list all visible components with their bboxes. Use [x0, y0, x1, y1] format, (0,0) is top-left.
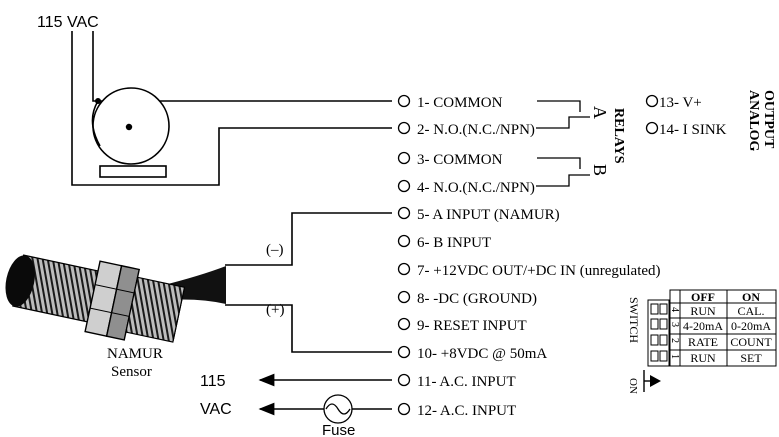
terminal-3: 3- COMMON	[397, 151, 503, 168]
switch-row-2: 2 RATE COUNT	[669, 335, 772, 349]
analog-title-line1: ANALOG	[746, 90, 761, 152]
namur-sensor-icon	[5, 254, 226, 343]
sensor-plus-label: (+)	[266, 302, 284, 318]
sensor-name: NAMUR	[107, 346, 163, 362]
terminal-12-label: 12- A.C. INPUT	[417, 403, 516, 419]
sensor-minus-label: (–)	[266, 242, 284, 258]
analog-terminals: 13- V+ 14- I SINK	[645, 94, 727, 138]
terminal-10-label: 10- +8VDC @ 50mA	[417, 346, 547, 362]
switch-row-num: 4	[669, 307, 680, 312]
terminal-3-label: 3- COMMON	[417, 152, 503, 168]
terminal-10: 10- +8VDC @ 50mA	[397, 345, 547, 362]
switch-header-on: ON	[742, 290, 760, 304]
relay-b-label: B	[590, 164, 610, 176]
terminal-2: 2- N.O.(N.C./NPN)	[397, 121, 535, 138]
terminal-8: 8- -DC (GROUND)	[397, 290, 537, 307]
dip-toggles	[650, 303, 668, 362]
fuse-label: Fuse	[322, 422, 355, 437]
switch-header-off: OFF	[691, 290, 715, 304]
switch-row-num: 1	[669, 354, 680, 359]
terminal-7: 7- +12VDC OUT/+DC IN (unregulated)	[397, 262, 661, 279]
sensor-sub: Sensor	[111, 364, 152, 380]
terminal-9-label: 9- RESET INPUT	[417, 318, 527, 334]
fuse-icon	[323, 394, 353, 424]
terminal-1: 1- COMMON	[397, 94, 503, 111]
switch-row-on: CAL.	[738, 304, 765, 318]
terminal-6-label: 6- B INPUT	[417, 235, 491, 251]
relay-a-label: A	[590, 106, 610, 119]
switch-on-label: ON	[627, 378, 639, 394]
switch-row-off: RATE	[688, 335, 718, 349]
switch-row-off: RUN	[690, 351, 716, 365]
terminal-1-label: 1- COMMON	[417, 95, 503, 111]
switch-row-num: 2	[669, 338, 680, 343]
switch-row-3: 3 4-20mA 0-20mA	[669, 319, 771, 333]
alarm-bell-icon	[91, 87, 170, 178]
switch-row-on: 0-20mA	[731, 319, 771, 333]
terminal-7-label: 7- +12VDC OUT/+DC IN (unregulated)	[417, 263, 661, 279]
switch-row-num: 3	[669, 322, 680, 327]
switch-title: SWITCH	[627, 297, 641, 343]
terminal-list: 1- COMMON 2- N.O.(N.C./NPN) 3- COMMON 4-…	[397, 94, 661, 419]
terminal-12: 12- A.C. INPUT	[397, 402, 516, 419]
terminal-5-label: 5- A INPUT (NAMUR)	[417, 207, 560, 223]
ac-label-115: 115	[200, 373, 226, 390]
terminal-4: 4- N.O.(N.C./NPN)	[397, 179, 535, 196]
ac-wires	[258, 373, 392, 416]
terminal-9: 9- RESET INPUT	[397, 317, 527, 334]
terminal-6: 6- B INPUT	[397, 234, 491, 251]
terminal-2-label: 2- N.O.(N.C./NPN)	[417, 122, 535, 138]
terminal-5: 5- A INPUT (NAMUR)	[397, 206, 560, 223]
switch-row-off: 4-20mA	[683, 319, 723, 333]
sensor-wires	[225, 212, 392, 353]
supply-wires	[71, 31, 392, 186]
on-arrow-icon	[643, 370, 661, 392]
analog-title-line2: OUTPUT	[761, 90, 776, 149]
relay-brackets	[536, 100, 590, 187]
switch-row-on: COUNT	[730, 335, 772, 349]
terminal-8-label: 8- -DC (GROUND)	[417, 291, 537, 307]
terminal-11: 11- A.C. INPUT	[397, 373, 516, 390]
terminal-13-label: 13- V+	[659, 95, 702, 111]
dip-switch-block: SWITCH OFF ON 4 RUN CAL. 3 4-20mA	[627, 289, 777, 394]
switch-row-1: 1 RUN SET	[669, 351, 762, 365]
ac-label-vac: VAC	[200, 401, 232, 418]
switch-row-off: RUN	[690, 304, 716, 318]
relays-title: RELAYS	[611, 108, 626, 164]
terminal-11-label: 11- A.C. INPUT	[417, 374, 516, 390]
terminal-14-label: 14- I SINK	[659, 122, 727, 138]
supply-label-top: 115 VAC	[37, 14, 99, 31]
switch-row-on: SET	[740, 351, 762, 365]
terminal-4-label: 4- N.O.(N.C./NPN)	[417, 180, 535, 196]
switch-row-4: 4 RUN CAL.	[669, 304, 765, 318]
